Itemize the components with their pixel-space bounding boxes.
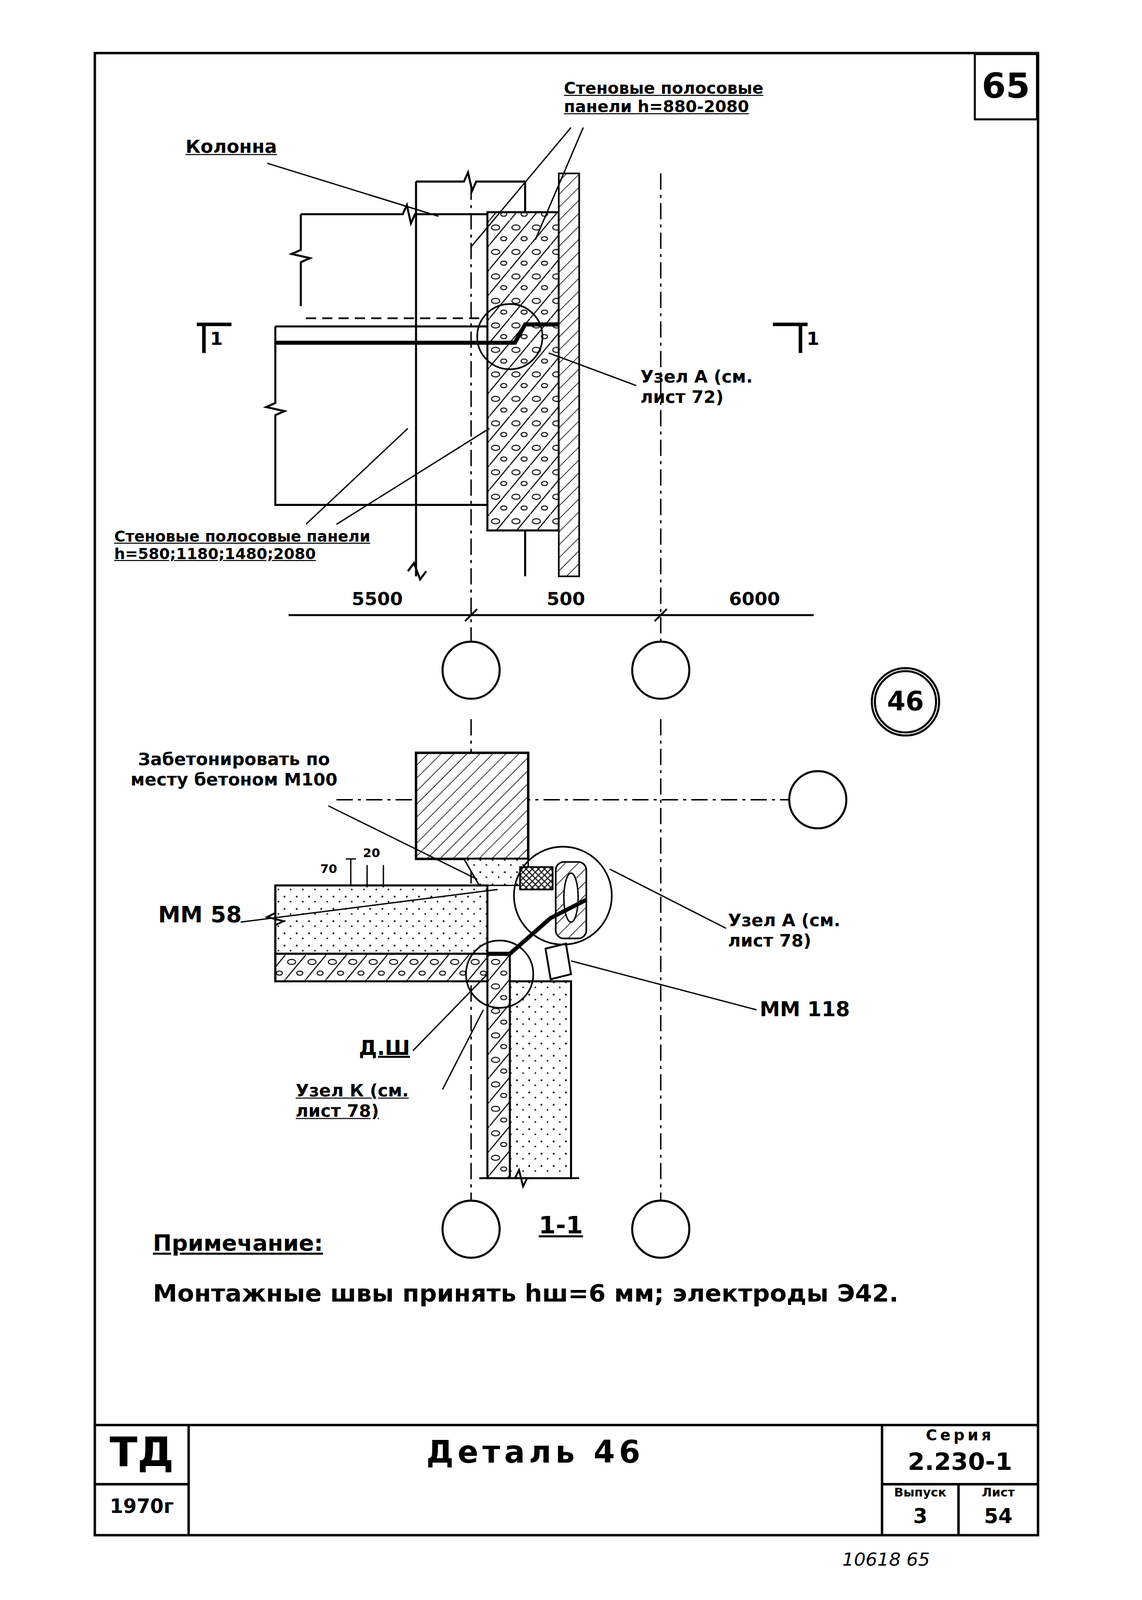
node-reference: Узел А (см. лист 78) (728, 910, 881, 951)
node-reference: Узел А (см. лист 72) (640, 366, 793, 407)
dimension-value: 20 (363, 846, 390, 861)
dimension-value: 6000 (713, 588, 796, 610)
section-title: 1-1 (530, 1211, 592, 1240)
part-name: Стеновые полосовые панели h=880-2080 (563, 79, 819, 118)
column-section (415, 752, 528, 859)
connection-plate (275, 324, 559, 343)
axis-bubble (789, 770, 847, 828)
title-cell: 3 (881, 1504, 959, 1528)
wall-panel-section (487, 212, 559, 531)
embedded-plate (545, 943, 571, 980)
dimension-line (345, 858, 384, 888)
panel-layer (275, 953, 495, 981)
outer-panel-layer (558, 173, 580, 577)
node-text: 65 (981, 66, 1031, 107)
note-heading: Примечание: (152, 1229, 357, 1256)
column-and-panel-outline (265, 172, 526, 579)
title-cell: Лист (958, 1485, 1039, 1500)
axis-bubble (442, 1200, 500, 1258)
node-highlight-circle (477, 303, 543, 369)
axis-line (470, 173, 661, 642)
node-highlight-circle (466, 939, 534, 1008)
title-cell: Выпуск (881, 1485, 959, 1500)
leader-line (240, 127, 757, 1090)
sheet-number-box: 65 (973, 53, 1039, 121)
dimension-value: 500 (530, 588, 602, 610)
break-line (267, 885, 580, 1186)
instruction-note: Забетонировать по месту бетоном М100 (124, 749, 344, 790)
sheet-frame (94, 53, 1039, 1535)
detail-callout-circle: 46 (870, 666, 940, 736)
axis-bubble (632, 641, 690, 699)
sealing-gasket (563, 872, 579, 922)
part-name: Колонна (185, 136, 308, 159)
title-cell: 1970г (94, 1494, 189, 1518)
part-mark: ММ 118 (759, 997, 872, 1022)
title-cell: 2.230-1 (881, 1448, 1039, 1477)
section-number: 1 (806, 328, 827, 350)
node-highlight-circle (513, 846, 612, 944)
hidden-line (306, 317, 480, 319)
insulation-insert (520, 866, 553, 890)
dimension-value: 70 (320, 862, 347, 877)
part-mark: Д.Ш (358, 1036, 421, 1060)
drawing-title: Деталь 46 (188, 1434, 882, 1470)
dimension-value: 5500 (336, 588, 419, 610)
section-mark (196, 324, 808, 353)
horizontal-panel (275, 885, 488, 954)
node-reference: Узел К (см. лист 78) (295, 1081, 449, 1121)
part-mark: ММ 58 (158, 901, 250, 927)
note-text: Монтажные швы принять hш=6 мм; электроды… (152, 1279, 969, 1308)
title-cell: 54 (958, 1504, 1039, 1528)
title-cell: Серия (881, 1426, 1039, 1444)
archive-number: 10618 65 (842, 1549, 1006, 1571)
section-number: 1 (209, 328, 231, 350)
in-situ-concrete (464, 858, 529, 886)
title-cell: ТД (94, 1427, 189, 1475)
wall-panel-layer (487, 953, 510, 1178)
dimension-line (288, 608, 814, 621)
part-name: Стеновые полосовые панели h=580;1180;148… (114, 527, 390, 564)
steel-angle (487, 899, 587, 954)
node-text: 46 (887, 686, 924, 717)
axis-bubble (442, 641, 500, 699)
axis-bubble (632, 1200, 690, 1258)
